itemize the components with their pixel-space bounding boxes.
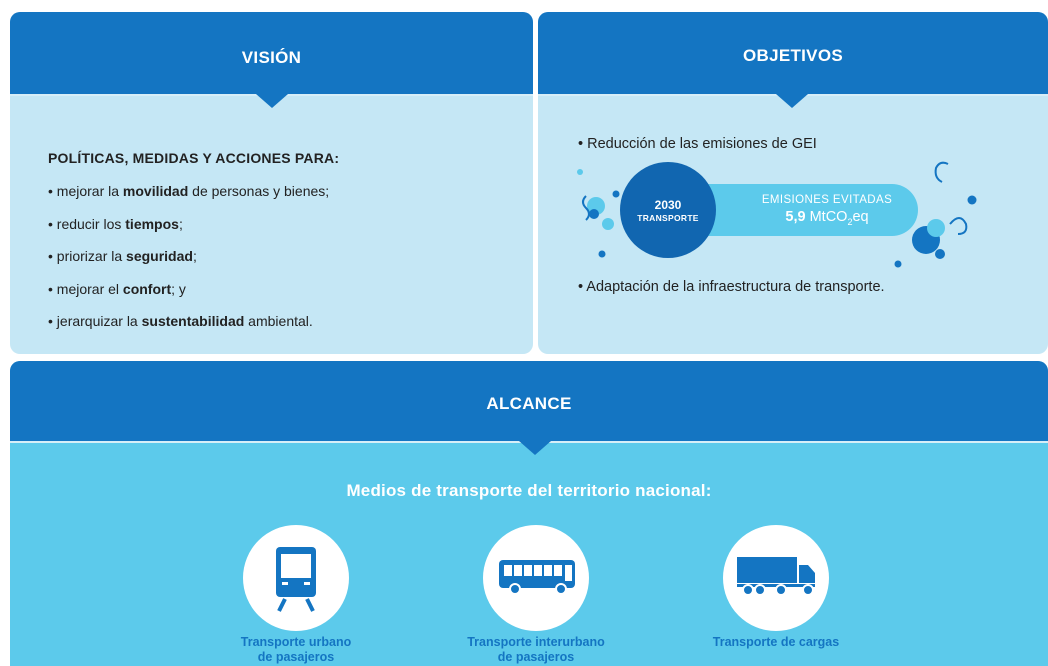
- item-text: • mejorar el: [48, 280, 123, 297]
- item-text: • jerarquizar la: [48, 313, 142, 329]
- list-item: • priorizar la seguridad;: [48, 247, 329, 280]
- emissions-unit-suffix: eq: [852, 209, 869, 225]
- alcance-subtitle: Medios de transporte del territorio naci…: [346, 481, 712, 500]
- objetivos-header: OBJETIVOS: [538, 12, 1048, 96]
- item-keyword: seguridad: [126, 248, 193, 264]
- vision-list: • mejorar la movilidad de personas y bie…: [48, 182, 329, 345]
- mode-interurban-passenger: Transporte interurbano de pasajeros: [436, 525, 636, 664]
- item-keyword: tiempos: [125, 215, 179, 232]
- alcance-header-pointer: [519, 441, 551, 455]
- item-keyword: movilidad: [122, 183, 189, 199]
- item-text: • priorizar la: [48, 248, 127, 264]
- mode-label: Transporte urbano de pasajeros: [240, 635, 352, 664]
- vision-header: VISIÓN: [10, 12, 533, 96]
- item-text: de personas y bienes;: [188, 183, 330, 199]
- list-item: • mejorar la movilidad de personas y bie…: [48, 182, 329, 215]
- mode-label: Transporte de cargas: [712, 635, 840, 649]
- objetivos-title: OBJETIVOS: [742, 46, 843, 65]
- objetivos-header-pointer: [776, 94, 808, 108]
- alcance-body: Medios de transporte del territorio naci…: [10, 443, 1048, 666]
- target-sector: TRANSPORTE: [637, 213, 699, 223]
- alcance-title: ALCANCE: [486, 394, 572, 413]
- objetivos-body: • Reducción de las emisiones de GEI EMIS…: [538, 96, 1048, 354]
- alcance-panel: ALCANCE Medios de transporte del territo…: [10, 361, 1048, 666]
- truck-icon: [723, 525, 829, 631]
- vision-title: VISIÓN: [241, 48, 302, 67]
- bubbles-decoration: [577, 161, 977, 268]
- objective-adaptation: • Adaptación de la infraestructura de tr…: [578, 279, 885, 295]
- bus-icon: [483, 525, 589, 631]
- emissions-number: 5,9: [785, 209, 806, 225]
- list-item: • mejorar el confort; y: [48, 280, 329, 313]
- item-text: ambiental.: [244, 313, 313, 329]
- vision-body: POLÍTICAS, MEDIDAS Y ACCIONES PARA: • me…: [10, 96, 533, 354]
- item-text: • reducir los: [48, 215, 126, 232]
- objetivos-panel: OBJETIVOS • Reducción de las emisiones d…: [538, 12, 1048, 354]
- item-text: • mejorar la: [48, 183, 123, 199]
- emissions-unit-subscript: 2: [847, 216, 853, 227]
- item-text: ;: [178, 215, 183, 232]
- mode-urban-passenger: Transporte urbano de pasajeros: [196, 525, 396, 664]
- list-item: • reducir los tiempos;: [48, 215, 329, 248]
- vision-header-pointer: [256, 94, 288, 108]
- item-text: ; y: [171, 280, 186, 297]
- emissions-label: EMISIONES EVITADAS: [761, 194, 893, 206]
- train-icon: [243, 525, 349, 631]
- target-year-badge: 2030 TRANSPORTE: [620, 162, 716, 258]
- target-year: 2030: [654, 198, 682, 212]
- objective-emissions: • Reducción de las emisiones de GEI: [578, 136, 817, 152]
- mode-label: Transporte interurbano de pasajeros: [467, 635, 605, 664]
- emissions-value: 5,9 MtCO2eq: [736, 209, 918, 227]
- item-keyword: sustentabilidad: [141, 313, 245, 329]
- list-item: • jerarquizar la sustentabilidad ambient…: [48, 312, 329, 345]
- vision-subheading: POLÍTICAS, MEDIDAS Y ACCIONES PARA:: [48, 150, 340, 166]
- emissions-unit: MtCO: [809, 209, 848, 225]
- item-text: ;: [192, 248, 197, 264]
- vision-panel: VISIÓN POLÍTICAS, MEDIDAS Y ACCIONES PAR…: [10, 12, 533, 354]
- item-keyword: confort: [122, 280, 172, 297]
- alcance-header: ALCANCE: [10, 361, 1048, 443]
- mode-freight: Transporte de cargas: [676, 525, 876, 650]
